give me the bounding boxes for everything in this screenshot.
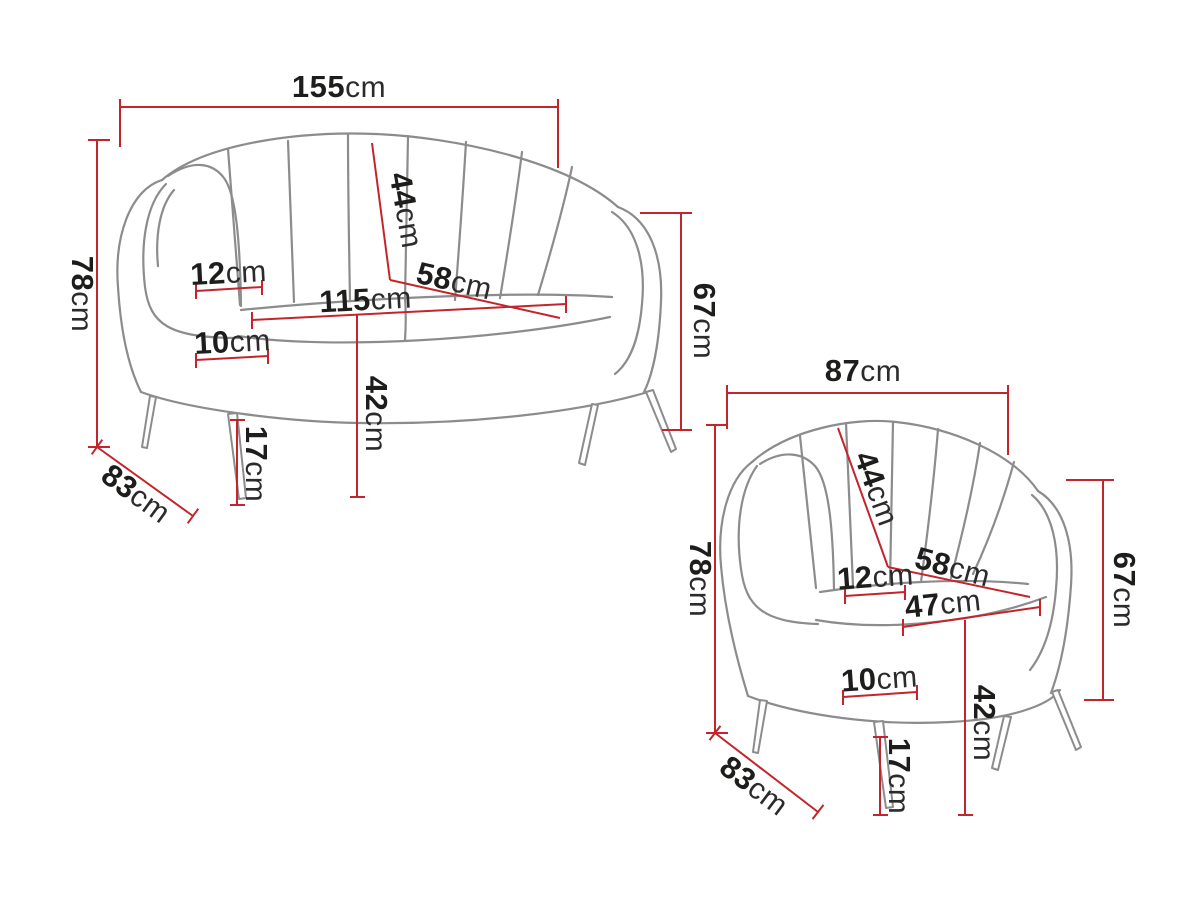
sofa-back-channel-6 <box>498 150 524 300</box>
sofa-seat-width-label: 115cm <box>318 280 412 320</box>
armchair-right-arm-outer <box>1036 489 1073 695</box>
armchair-seat-depth-dim-line <box>887 566 1031 598</box>
armchair-armrest-front-label: 10cm <box>840 658 919 698</box>
armchair-rear-right-leg <box>1051 689 1082 751</box>
sofa-seat-junction <box>239 293 614 312</box>
sofa-height-label: 78cm <box>65 256 100 332</box>
armchair-back-channel-6 <box>971 460 1016 576</box>
sofa-back-channel-3 <box>346 133 352 302</box>
armchair-back-channel-1 <box>798 434 818 590</box>
sofa-seat-depth-label: 58cm <box>413 255 495 306</box>
sofa-armrest-front-dim-line <box>195 355 269 361</box>
armchair-rear-left-leg <box>752 699 768 754</box>
armchair-armrest-top-dim-line <box>844 591 906 597</box>
armchair-left-arm-roll <box>758 453 836 592</box>
armchair-seat-width-dim-line <box>902 606 1041 628</box>
sofa-back-channel-2 <box>286 139 296 304</box>
sofa-back-top-edge <box>160 132 620 209</box>
armchair-seat-junction <box>818 579 1030 594</box>
armchair-armrest-top-label: 12cm <box>836 556 915 596</box>
sofa-back-channel-5 <box>453 140 468 302</box>
sofa-back-channel-4 <box>403 134 410 302</box>
sofa-left-arm-outer <box>116 178 164 394</box>
armchair-armrest-height-label: 67cm <box>1107 552 1142 628</box>
sofa-dimension-labels: 155cm 78cm 83cm 44cm 58cm 115cm 12cm 10c… <box>65 69 722 530</box>
sofa-rear-left-leg <box>141 395 157 449</box>
sofa-seat-height-label: 42cm <box>359 376 394 452</box>
sofa-back-height-label: 44cm <box>382 169 430 250</box>
sofa-left-arm-detail <box>156 188 176 268</box>
armchair-right-arm-inner <box>1028 493 1059 672</box>
armchair-seat-height-label: 42cm <box>967 685 1002 761</box>
armchair-back-top-edge <box>750 419 1040 493</box>
sofa-right-arm-inner <box>610 210 644 376</box>
sofa-left-arm-inner <box>142 182 242 340</box>
sofa-seat-depth-dim-line <box>389 279 561 319</box>
sofa-rear-right-leg <box>645 389 677 453</box>
armchair-leg-height-label: 17cm <box>882 738 917 814</box>
armchair-depth-dim-tick-bottom <box>811 804 825 820</box>
sofa-depth-dim-line <box>96 446 194 517</box>
armchair-back-channel-5 <box>949 441 982 580</box>
armchair-seat-depth-label: 58cm <box>911 540 994 594</box>
armchair-depth-dim-tick-top <box>708 725 722 741</box>
sofa-seat-center-seam <box>403 294 407 342</box>
sofa-right-arm-outer <box>616 205 663 394</box>
sofa-depth-dim-tick-bottom <box>186 508 200 524</box>
armchair-back-channel-4 <box>919 427 940 584</box>
armchair-left-arm-inner <box>737 464 820 626</box>
sofa-armrest-height-label: 67cm <box>687 283 722 359</box>
sofa-front-right-leg <box>578 403 599 466</box>
sofa-armrest-front-label: 10cm <box>193 322 271 361</box>
armchair-drawing <box>719 419 1082 809</box>
sofa-back-channel-7 <box>536 165 574 297</box>
armchair-back-height-label: 44cm <box>847 446 906 530</box>
sofa-dimension-lines <box>88 99 692 524</box>
sofa-bottom-edge <box>139 390 650 425</box>
sofa-leg-height-label: 17cm <box>239 426 274 502</box>
sofa-left-arm-roll <box>166 163 243 308</box>
armchair-dimension-lines <box>706 385 1114 820</box>
armchair-armrest-front-dim-line <box>842 691 918 698</box>
armchair-seat-width-label: 47cm <box>903 582 983 625</box>
sofa-seat-width-dim-line <box>251 303 567 321</box>
armchair-front-right-leg <box>991 715 1012 771</box>
sofa-armrest-top-label: 12cm <box>189 253 267 292</box>
armchair-height-label: 78cm <box>683 541 718 617</box>
sofa-drawing <box>116 132 677 500</box>
armchair-front-left-leg <box>873 720 894 809</box>
sofa-armrest-top-dim-line <box>195 286 263 292</box>
armchair-back-height-dim-line <box>837 427 889 568</box>
armchair-depth-dim-line <box>714 732 819 813</box>
sofa-seat-front-edge <box>236 315 612 344</box>
armchair-bottom-edge <box>746 688 1062 724</box>
armchair-width-label: 87cm <box>825 353 901 388</box>
armchair-back-channel-2 <box>844 421 855 588</box>
sofa-depth-dim-tick-top <box>90 439 104 455</box>
sofa-width-label: 155cm <box>292 69 386 104</box>
sofa-back-height-dim-line <box>371 142 391 281</box>
armchair-back-channel-3 <box>888 420 895 586</box>
sofa-depth-label: 83cm <box>95 457 177 530</box>
armchair-left-arm-outer <box>719 460 754 698</box>
